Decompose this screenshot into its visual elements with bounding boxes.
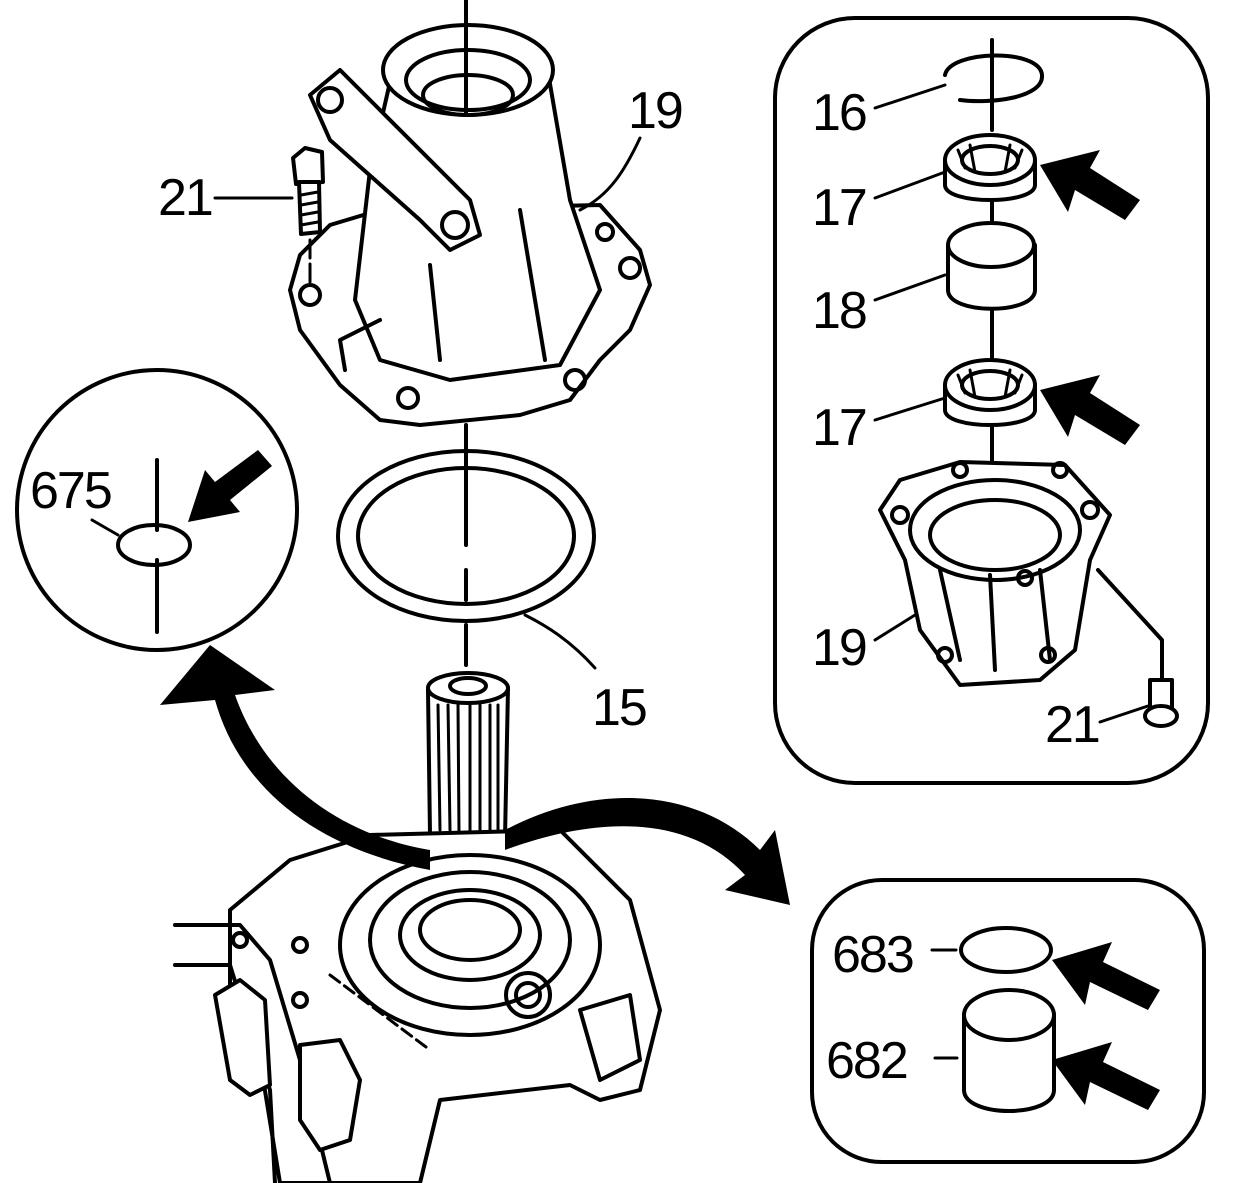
pointer-arrow-683 (1052, 942, 1160, 1010)
transfer-case-housing (173, 828, 662, 1183)
bolt-21 (291, 146, 325, 287)
callout-15: 15 (592, 679, 646, 737)
callout-682: 682 (826, 1032, 907, 1090)
extension-housing-inset-19 (878, 460, 1112, 687)
inset-panel-seals (810, 878, 1206, 1164)
pointer-arrow-682 (1052, 1042, 1160, 1110)
callout-16: 16 (812, 84, 866, 142)
seal-683 (959, 926, 1053, 974)
pointer-arrow-17-lower (1040, 375, 1140, 445)
callout-17-upper: 17 (812, 179, 866, 237)
pointer-arrow-675 (188, 450, 272, 522)
callout-17-lower: 17 (812, 399, 866, 457)
callout-19-main: 19 (628, 82, 682, 140)
curved-arrow-to-682 (505, 797, 790, 905)
callout-683: 683 (832, 926, 913, 984)
extension-housing-main (288, 23, 652, 427)
pointer-arrow-17-upper (1040, 150, 1140, 220)
leader-15 (523, 613, 597, 670)
bushing-18 (946, 221, 1037, 311)
bearing-17-upper (943, 133, 1037, 202)
seal-682 (962, 988, 1056, 1113)
callout-18: 18 (812, 282, 866, 340)
leader-19-top (578, 136, 642, 212)
inset-panel-bearing-stack (773, 16, 1210, 785)
detail-circle-675 (15, 368, 299, 652)
bolt-21-inset (1096, 568, 1179, 728)
bearing-17-lower (943, 358, 1037, 427)
callout-21-inset: 21 (1045, 696, 1099, 754)
callout-675: 675 (30, 462, 111, 520)
callout-21-main: 21 (158, 169, 212, 227)
callout-19-inset: 19 (812, 619, 866, 677)
curved-arrow-to-675 (160, 645, 430, 870)
snap-ring-16 (943, 53, 1044, 104)
